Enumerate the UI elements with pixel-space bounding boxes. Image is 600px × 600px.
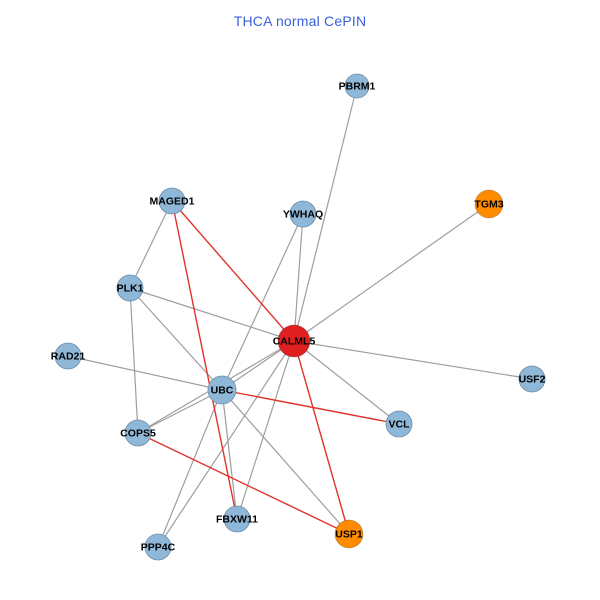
edge-CALML5-PPP4C [157,340,295,548]
node-label-YWHAQ: YWHAQ [283,209,323,221]
edge-YWHAQ-CALML5 [293,213,304,342]
edge-MAGED1-FBXW11 [171,200,238,520]
node-PPP4C[interactable] [144,533,172,561]
edge-UBC-PPP4C [157,389,223,548]
edge-UBC-FBXW11 [221,389,238,520]
edge-PLK1-CALML5 [129,287,295,342]
edge-CALML5-FBXW11 [236,340,295,520]
node-TGM3[interactable] [474,189,504,219]
node-label-USF2: USF2 [519,374,546,386]
node-YWHAQ[interactable] [289,200,317,228]
node-PLK1[interactable] [116,274,144,302]
node-COPS5[interactable] [124,419,152,447]
edge-MAGED1-PLK1 [129,200,173,289]
edge-USF2-CALML5 [293,340,533,380]
edge-TGM3-CALML5 [293,203,490,342]
node-UBC[interactable] [207,375,237,405]
node-label-FBXW11: FBXW11 [216,514,258,526]
node-label-TGM3: TGM3 [474,199,503,211]
edge-PLK1-COPS5 [129,287,139,434]
node-label-UBC: UBC [211,385,234,397]
edge-UBC-COPS5 [137,389,223,434]
edge-CALML5-USP1 [293,340,350,535]
edges-layer [67,85,533,548]
node-label-USP1: USP1 [335,529,363,541]
node-label-RAD21: RAD21 [51,351,86,363]
node-CALML5[interactable] [277,324,311,358]
node-FBXW11[interactable] [223,505,251,533]
node-label-CALML5: CALML5 [273,336,316,348]
node-label-COPS5: COPS5 [120,428,156,440]
node-label-PBRM1: PBRM1 [339,81,376,93]
edge-COPS5-USP1 [137,432,350,535]
edge-UBC-USP1 [221,389,350,535]
node-PBRM1[interactable] [344,73,370,99]
node-USP1[interactable] [334,519,364,549]
edge-PBRM1-CALML5 [293,85,358,342]
node-label-PPP4C: PPP4C [141,542,176,554]
node-label-VCL: VCL [389,419,411,431]
edge-CALML5-VCL [293,340,400,425]
chart-title: THCA normal CePIN [233,13,367,29]
nodes-layer [54,73,546,561]
node-USF2[interactable] [518,365,546,393]
node-VCL[interactable] [385,410,413,438]
edge-RAD21-UBC [67,355,223,391]
edge-UBC-VCL [221,389,400,425]
edge-YWHAQ-UBC [221,213,304,391]
node-label-MAGED1: MAGED1 [150,196,195,208]
node-MAGED1[interactable] [158,187,186,215]
edge-MAGED1-CALML5 [171,200,295,342]
node-RAD21[interactable] [54,342,82,370]
node-label-PLK1: PLK1 [117,283,144,295]
